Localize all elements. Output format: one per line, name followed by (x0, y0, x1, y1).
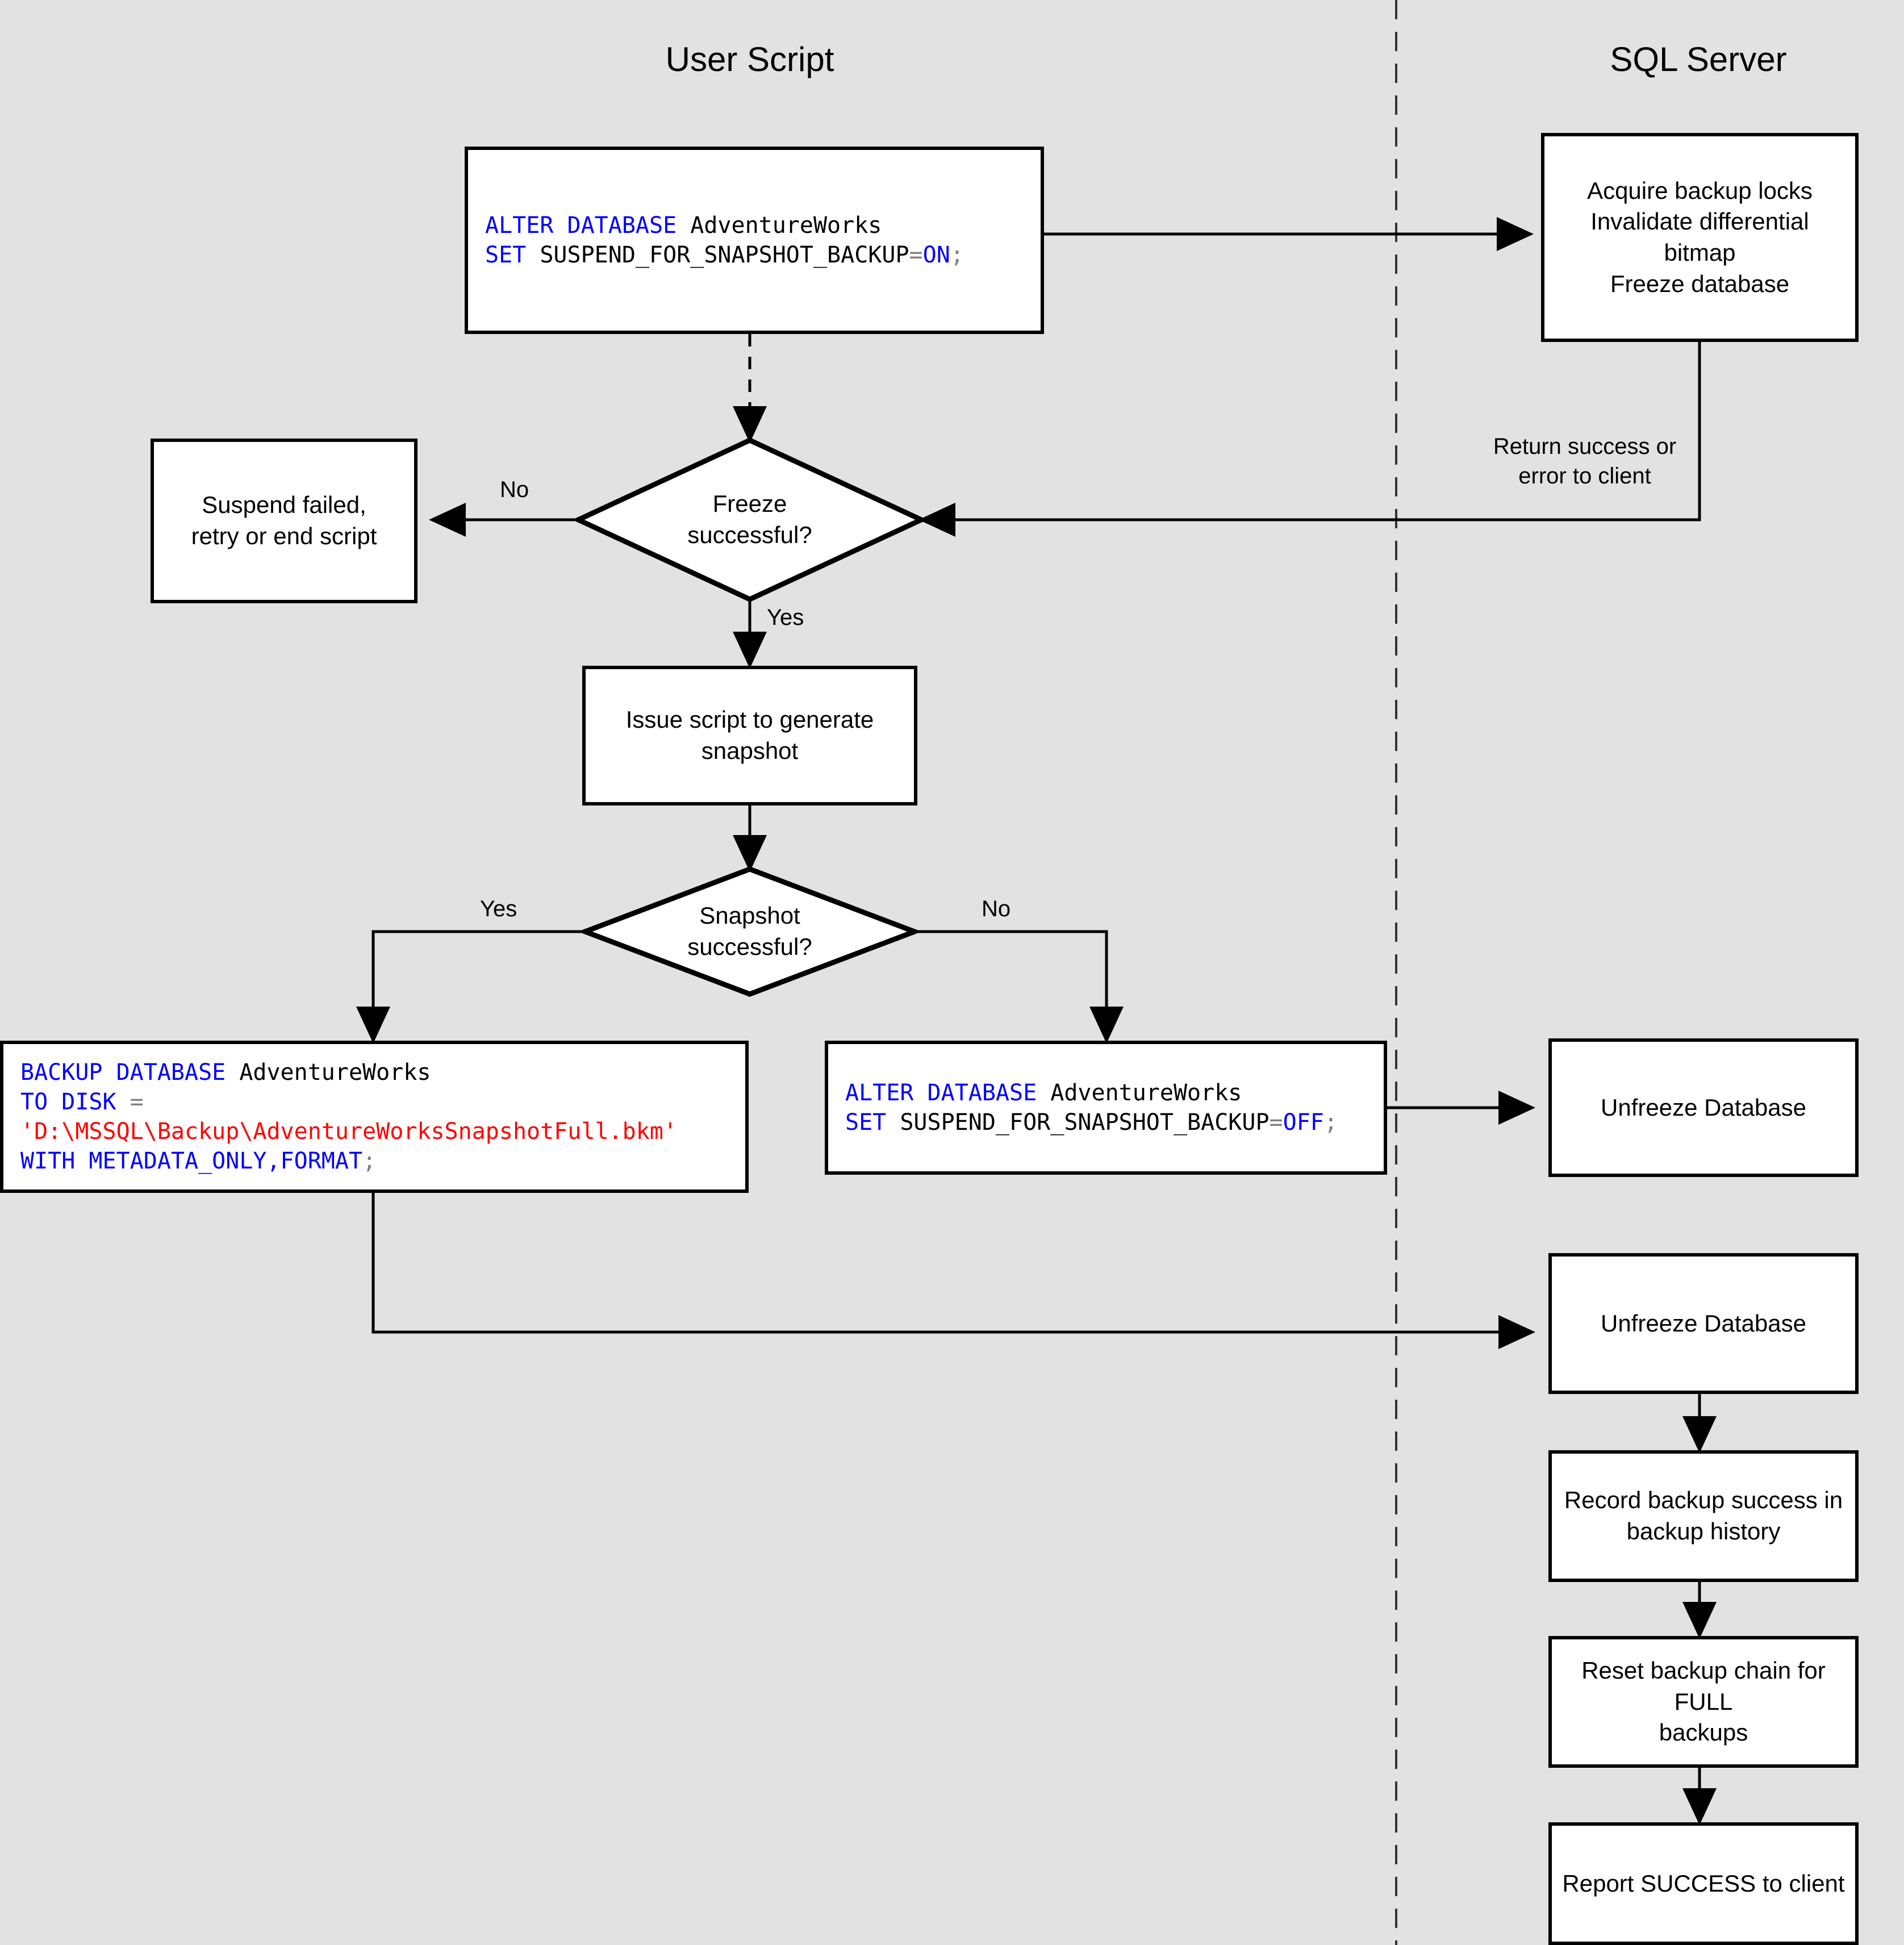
node-unfreeze-database-1-label: Unfreeze Database (1601, 1093, 1806, 1121)
node-record-backup-success[interactable]: Record backup success in backup history (1548, 1450, 1859, 1582)
node-unfreeze-database-2[interactable]: Unfreeze Database (1548, 1253, 1859, 1394)
node-record-backup-success-label: Record backup success in backup history (1564, 1487, 1843, 1545)
edge-label-snapshot-yes: Yes (480, 896, 517, 921)
lane-title-user-script: User Script (665, 40, 834, 78)
node-acquire-backup-locks[interactable]: Acquire backup locks Invalidate differen… (1541, 133, 1859, 342)
edge-backup-to-unfreeze2 (371, 1193, 1535, 1349)
node-report-success-label: Report SUCCESS to client (1562, 1869, 1845, 1897)
freeze-decision-label: Freeze successful? (687, 490, 812, 548)
edge-snapshot-yes (356, 930, 585, 1044)
node-issue-script[interactable]: Issue script to generate snapshot (582, 666, 917, 805)
edge-label-freeze-yes: Yes (767, 605, 804, 630)
code-alter-on: ALTER DATABASE AdventureWorks SET SUSPEN… (485, 212, 964, 268)
freeze-decision-diamond (572, 437, 928, 602)
node-report-success[interactable]: Report SUCCESS to client (1548, 1822, 1859, 1945)
node-backup-database[interactable]: BACKUP DATABASE AdventureWorks TO DISK =… (0, 1041, 749, 1193)
node-reset-backup-chain[interactable]: Reset backup chain for FULL backups (1548, 1636, 1859, 1768)
snapshot-decision-label: Snapshot successful? (687, 902, 812, 960)
edge-label-snapshot-no: No (982, 896, 1011, 921)
snapshot-decision-diamond (578, 866, 922, 997)
node-acquire-backup-locks-label: Acquire backup locks Invalidate differen… (1587, 177, 1813, 297)
node-alter-database-on[interactable]: ALTER DATABASE AdventureWorks SET SUSPEN… (465, 147, 1044, 334)
node-suspend-failed-label: Suspend failed, retry or end script (191, 491, 377, 549)
node-issue-script-label: Issue script to generate snapshot (625, 706, 874, 764)
edge-acquire-to-freeze (918, 342, 1701, 537)
code-backup-database: BACKUP DATABASE AdventureWorks TO DISK =… (20, 1059, 677, 1174)
node-alter-database-off[interactable]: ALTER DATABASE AdventureWorks SET SUSPEN… (825, 1041, 1387, 1175)
node-unfreeze-database-1[interactable]: Unfreeze Database (1548, 1038, 1859, 1177)
edge-snapshot-no (915, 930, 1124, 1044)
edge-label-freeze-no: No (500, 477, 529, 502)
node-reset-backup-chain-label: Reset backup chain for FULL backups (1581, 1657, 1826, 1746)
node-unfreeze-database-2-label: Unfreeze Database (1601, 1309, 1806, 1337)
node-suspend-failed[interactable]: Suspend failed, retry or end script (151, 439, 417, 603)
code-alter-off: ALTER DATABASE AdventureWorks SET SUSPEN… (845, 1080, 1338, 1136)
edge-label-return-status: Return success or error to client (1493, 434, 1677, 489)
lane-title-sql-server: SQL Server (1610, 40, 1787, 78)
